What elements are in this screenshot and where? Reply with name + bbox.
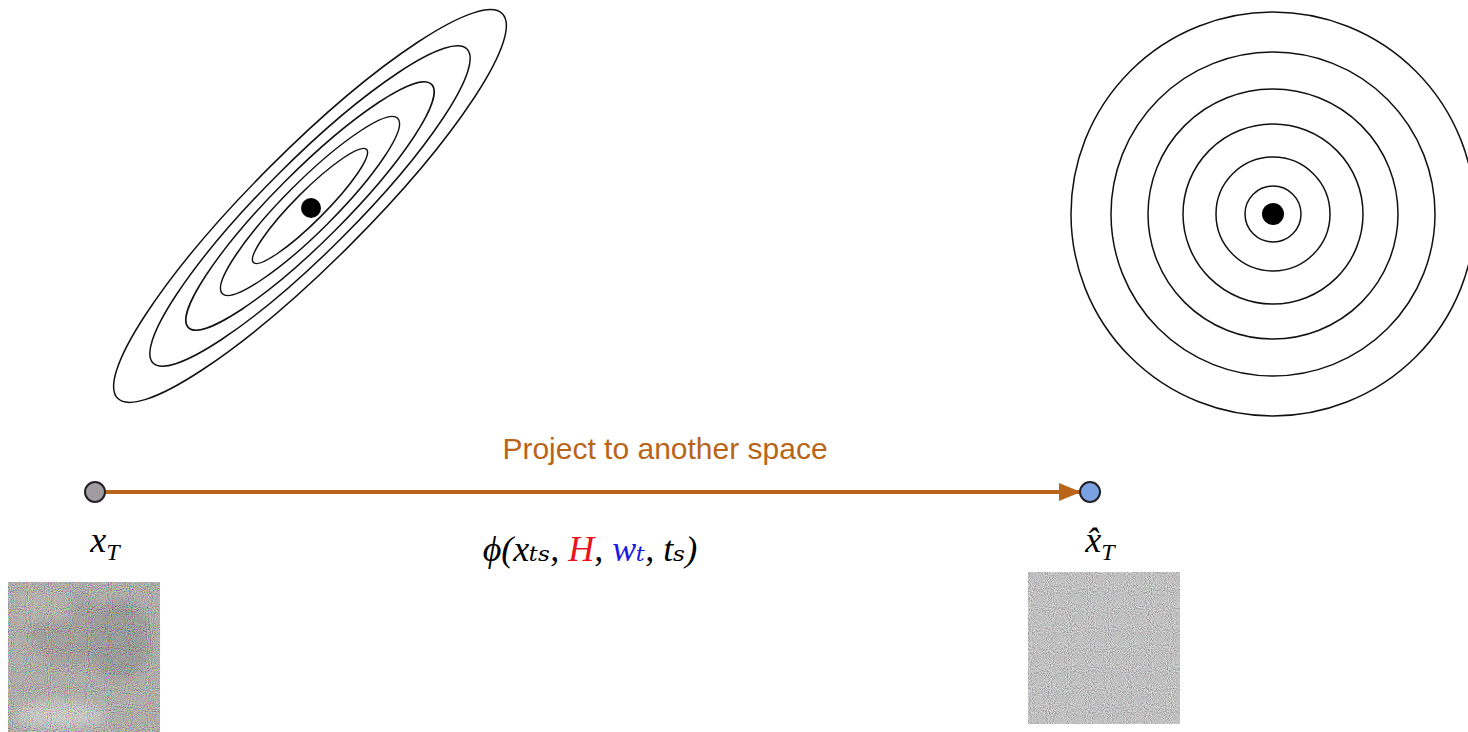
point-label: xT: [90, 522, 119, 558]
contour: [1071, 12, 1468, 416]
formula-label: ϕ(xₜₛ, H, wₜ, tₛ): [483, 530, 698, 570]
contour: [1245, 186, 1301, 242]
image-ground: [8, 582, 160, 732]
edge-label: Project to another space: [498, 432, 831, 465]
state-point: [84, 481, 106, 503]
image-ground: [1028, 572, 1180, 724]
projection-arrow: [106, 490, 1079, 494]
mean-dot: [1262, 203, 1284, 225]
image-noise: [1028, 572, 1180, 724]
contour: [121, 17, 499, 395]
contour: [205, 101, 416, 312]
mean-dot: [301, 198, 321, 218]
contour: [164, 60, 457, 353]
point-label: x̂T: [1085, 522, 1114, 558]
noise-image: [1028, 572, 1180, 724]
ellipse-contours: [78, 0, 542, 438]
contour: [78, 0, 542, 438]
image-noise: [8, 582, 160, 732]
contour: [1148, 89, 1398, 339]
circle-contours: [1071, 12, 1468, 416]
noisy-image: [8, 582, 160, 732]
state-point: [1079, 481, 1101, 503]
contour: [1216, 157, 1330, 271]
contour: [1111, 52, 1435, 376]
contour: [1183, 124, 1363, 304]
contour: [243, 139, 377, 273]
